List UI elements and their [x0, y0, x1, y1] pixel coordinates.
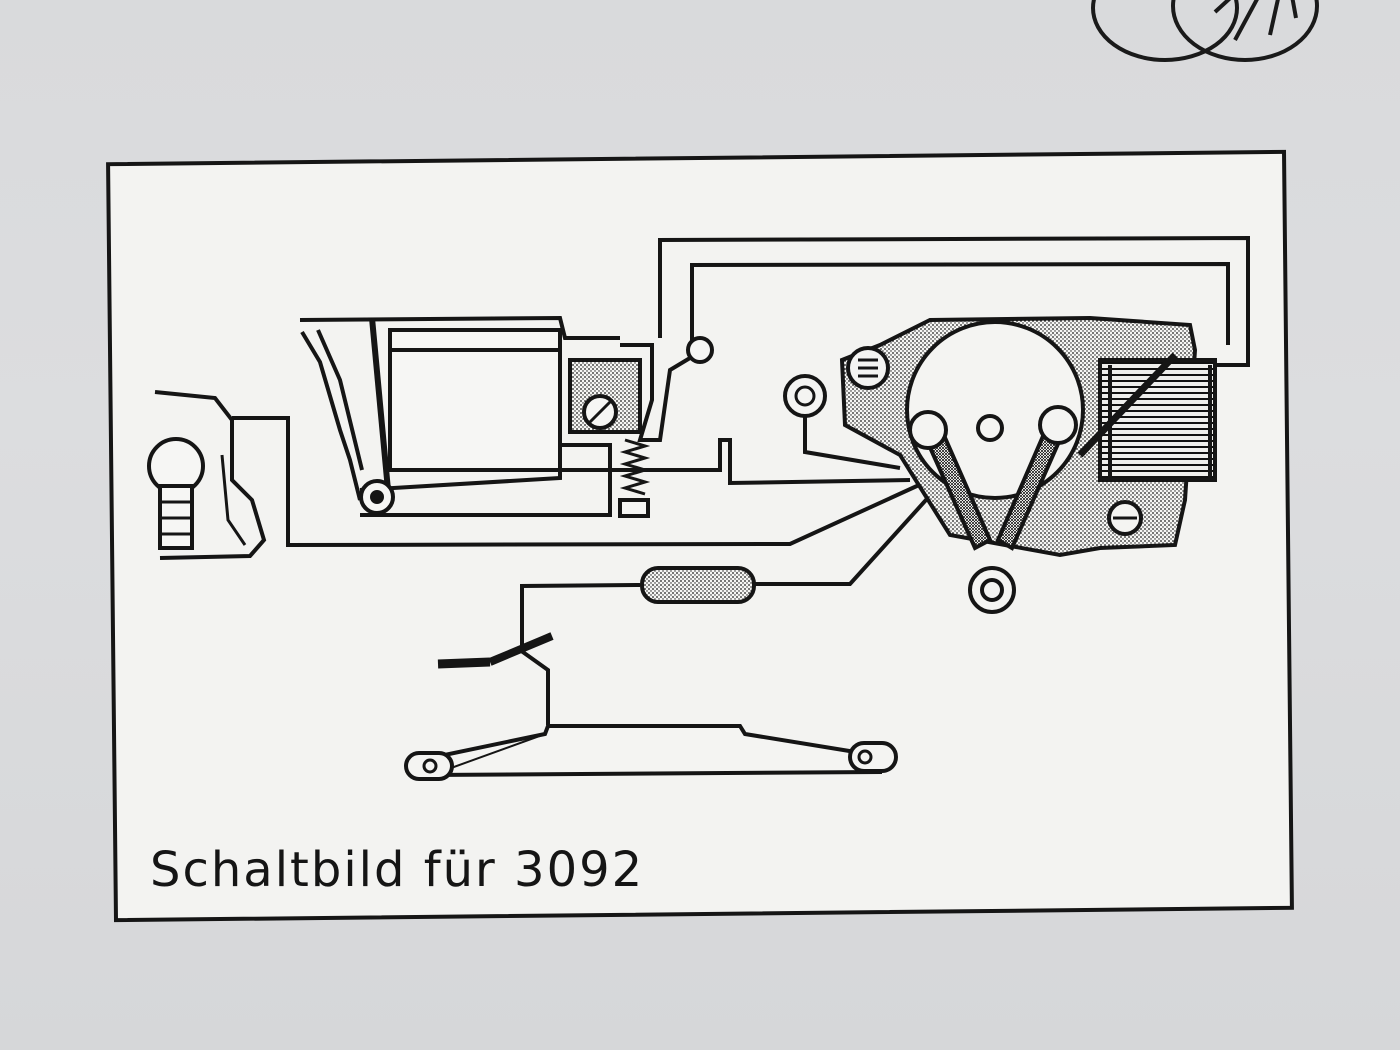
motor: [839, 315, 1217, 614]
mechanism-wire: [560, 438, 911, 486]
motor-to-capacitor: [755, 488, 937, 586]
pickup-shoe: [404, 724, 898, 781]
top-wire-inner: [690, 261, 1230, 345]
switch-to-pickup: [518, 648, 550, 725]
lamp-wire: [232, 416, 931, 548]
diagram-caption: Schaltbild für 3092: [150, 842, 645, 898]
capacitor-to-switch: [520, 583, 641, 650]
wheel-fragment: [1091, 0, 1319, 62]
terminal-ring-icon: [783, 374, 827, 418]
reversing-mechanism: [299, 315, 714, 518]
top-wire-outer: [658, 235, 1250, 367]
switch-lever-icon: [437, 632, 554, 669]
wiring-lines: [232, 235, 1250, 725]
lamp-bulb-icon: [147, 390, 267, 560]
capacitor-icon: [640, 566, 756, 604]
terminal-wire: [803, 410, 901, 470]
